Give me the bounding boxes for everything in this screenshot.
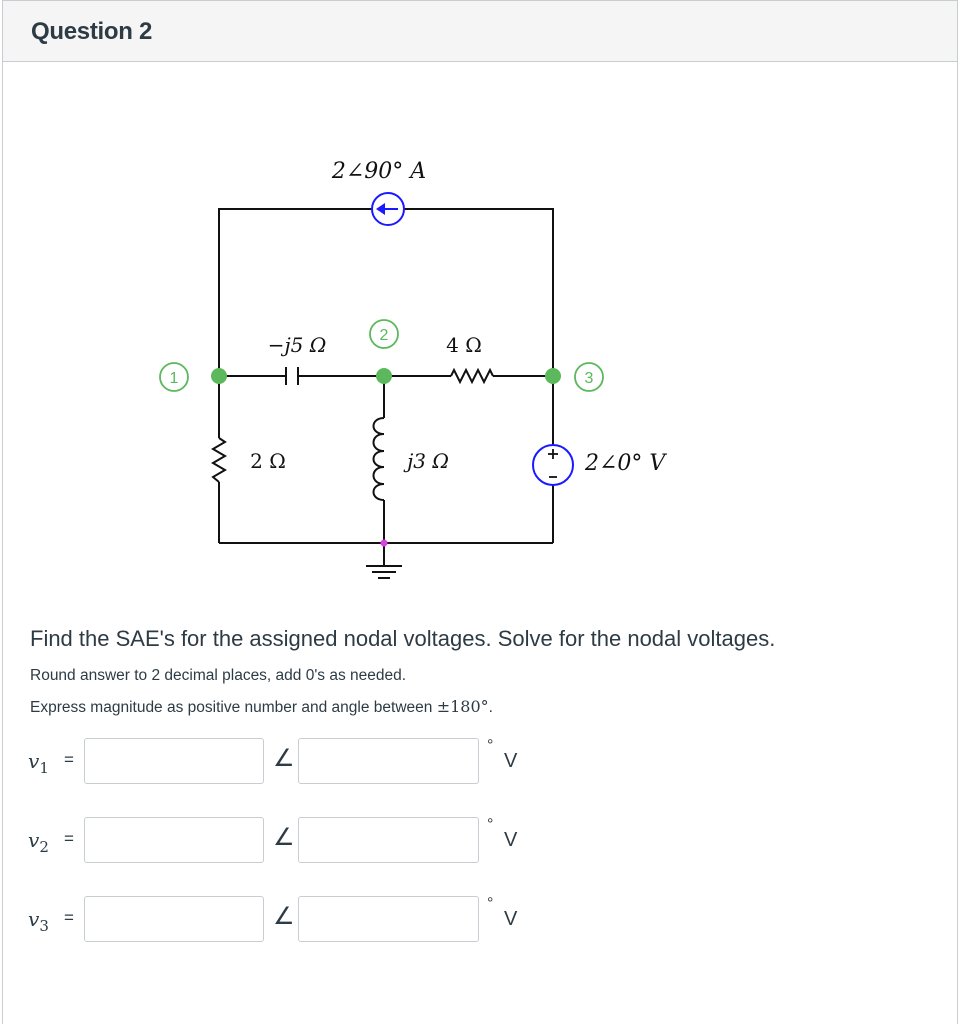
unit-label: V (504, 908, 518, 930)
current-source-symbol (371, 192, 405, 226)
express-note-prefix: Express magnitude as positive number and… (30, 699, 437, 716)
circuit-wires (218, 208, 554, 566)
circuit-diagram: 1 2 3 2∠90° A −j5 Ω 4 Ω 2 Ω j3 Ω 2∠0° V (159, 159, 667, 579)
node-1-dot (211, 368, 227, 384)
answer-var-label: v1 (28, 749, 49, 777)
node-label-2: 2 (369, 319, 399, 349)
angle-icon: ∠ (273, 902, 295, 930)
unit-label: V (504, 750, 518, 772)
answer-var-label: v3 (28, 907, 49, 935)
svg-text:1: 1 (170, 370, 179, 387)
inductor-symbol (372, 417, 385, 501)
voltage-source-label: 2∠0° V (584, 451, 667, 476)
angle-icon: ∠ (273, 744, 295, 772)
v3-magnitude-input[interactable] (84, 896, 264, 942)
equals-sign: = (64, 908, 74, 927)
question-title: Question 2 (31, 18, 153, 45)
question-header: Question 2 (3, 1, 957, 62)
equals-sign: = (64, 750, 74, 769)
answer-var-label: v2 (28, 828, 49, 856)
v1-angle-input[interactable] (298, 738, 479, 784)
node-3-dot (545, 368, 561, 384)
v2-magnitude-input[interactable] (84, 817, 264, 863)
answer-row-v3: v3 = ∠ ° V (0, 895, 960, 945)
node-label-3: 3 (574, 362, 604, 392)
v2-angle-input[interactable] (298, 817, 479, 863)
degree-symbol: ° (487, 895, 494, 912)
capacitor-symbol (285, 367, 299, 385)
rounding-note: Round answer to 2 decimal places, add 0'… (30, 667, 407, 684)
express-note-suffix: . (488, 699, 493, 716)
inductor-label: j3 Ω (403, 449, 449, 473)
v1-magnitude-input[interactable] (84, 738, 264, 784)
answer-row-v1: v1 = ∠ ° V (0, 737, 960, 787)
current-source-label: 2∠90° A (331, 159, 426, 184)
answer-row-v2: v2 = ∠ ° V (0, 816, 960, 866)
voltage-source-symbol (532, 444, 574, 486)
express-note-math: ±180° (436, 697, 489, 716)
resistor-4-label: 4 Ω (446, 333, 482, 357)
ground-symbol (366, 565, 402, 579)
v3-angle-input[interactable] (298, 896, 479, 942)
svg-text:2: 2 (380, 327, 389, 344)
degree-symbol: ° (487, 816, 494, 833)
express-note: Express magnitude as positive number and… (30, 697, 493, 717)
angle-icon: ∠ (273, 823, 295, 851)
question-prompt: Find the SAE's for the assigned nodal vo… (30, 626, 776, 651)
resistor-4-symbol (450, 367, 494, 385)
resistor-2-label: 2 Ω (250, 449, 286, 473)
capacitor-label: −j5 Ω (268, 333, 327, 357)
resistor-2-symbol (211, 437, 227, 483)
node-label-1: 1 (159, 362, 189, 392)
node-2-dot (376, 368, 392, 384)
ground-node-dot (380, 539, 388, 547)
svg-text:3: 3 (585, 370, 594, 387)
equals-sign: = (64, 829, 74, 848)
degree-symbol: ° (487, 737, 494, 754)
unit-label: V (504, 829, 518, 851)
